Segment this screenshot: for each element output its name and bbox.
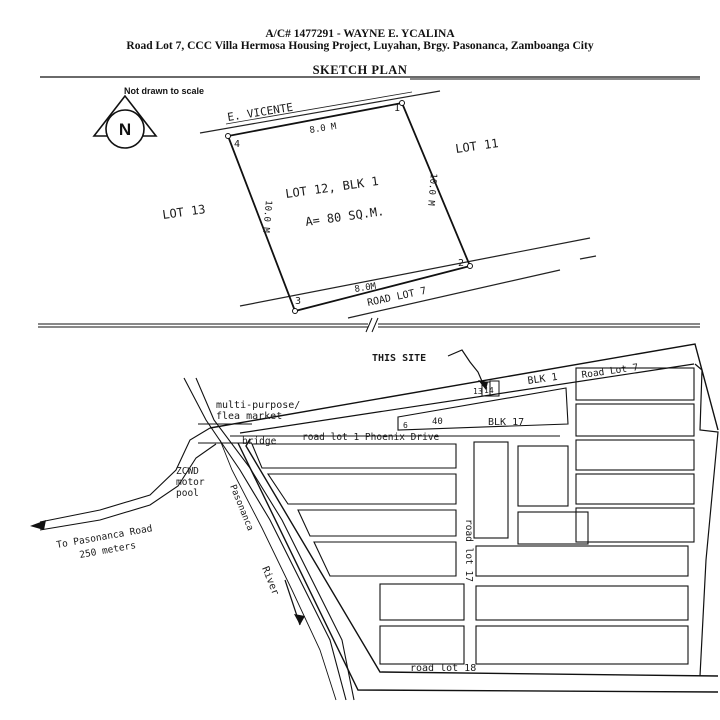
- lot-11-label: LOT 11: [454, 136, 499, 156]
- blk17-label: BLK 17: [488, 417, 524, 428]
- market-label-1: multi-purpose/: [216, 400, 300, 411]
- lot-area-label: A= 80 SQ.M.: [304, 204, 385, 229]
- corner-1: 1: [394, 103, 400, 114]
- account-line: A/C# 1477291 - WAYNE E. YCALINA: [265, 28, 455, 40]
- zcwd-label-3: pool: [176, 488, 199, 499]
- river-line: [183, 377, 347, 701]
- market-label-2: flea market: [216, 411, 282, 422]
- lot-13-label-small: 13: [473, 387, 483, 396]
- north-arrow-icon: N: [92, 94, 158, 149]
- blk1-label: BLK 1: [527, 372, 558, 387]
- road-arrow-icon: [30, 520, 46, 530]
- block-lots: [251, 367, 695, 665]
- zcwd-label-2: motor: [176, 477, 205, 488]
- corner-3: 3: [295, 296, 301, 307]
- north-letter: N: [119, 120, 131, 139]
- this-site-label: THIS SITE: [372, 353, 426, 364]
- blk1-road-label: Road Lot 7: [581, 362, 639, 381]
- side-left-label: 10.0 M: [260, 200, 273, 234]
- side-right-label: 10.0 M: [425, 173, 438, 207]
- lot-14-label-small: 14: [484, 386, 494, 395]
- scale-note: Not drawn to scale: [124, 86, 205, 96]
- address-line: Road Lot 7, CCC Villa Hermosa Housing Pr…: [126, 40, 594, 52]
- lot-40-label: 40: [432, 417, 443, 427]
- lot-13-label: LOT 13: [161, 202, 206, 222]
- side-bottom-label: 8.0M: [354, 282, 378, 295]
- corner-4: 4: [234, 139, 240, 150]
- lot-id-label: LOT 12, BLK 1: [284, 174, 379, 201]
- site-arrow-icon: [447, 349, 485, 387]
- side-top-label: 8.0 M: [309, 122, 338, 136]
- lot-14-box: [489, 380, 500, 397]
- river-label: River: [259, 565, 280, 597]
- road-lot-18-label: road lot 18: [410, 663, 476, 674]
- zcwd-label-1: ZCWD: [176, 466, 199, 477]
- bridge-label: bridge: [242, 436, 277, 447]
- phoenix-drive-label: road lot 1 Phoenix Drive: [302, 432, 440, 443]
- page-title: SKETCH PLAN: [312, 63, 408, 77]
- lot-6-label: 6: [403, 421, 408, 430]
- corner-2: 2: [458, 258, 464, 269]
- street-top-label: E. VICENTE: [226, 101, 293, 124]
- road-lot-17-label: road lot 17: [463, 519, 474, 582]
- creek-label: Pasonanca: [227, 483, 255, 532]
- blk17-strip: [397, 387, 569, 431]
